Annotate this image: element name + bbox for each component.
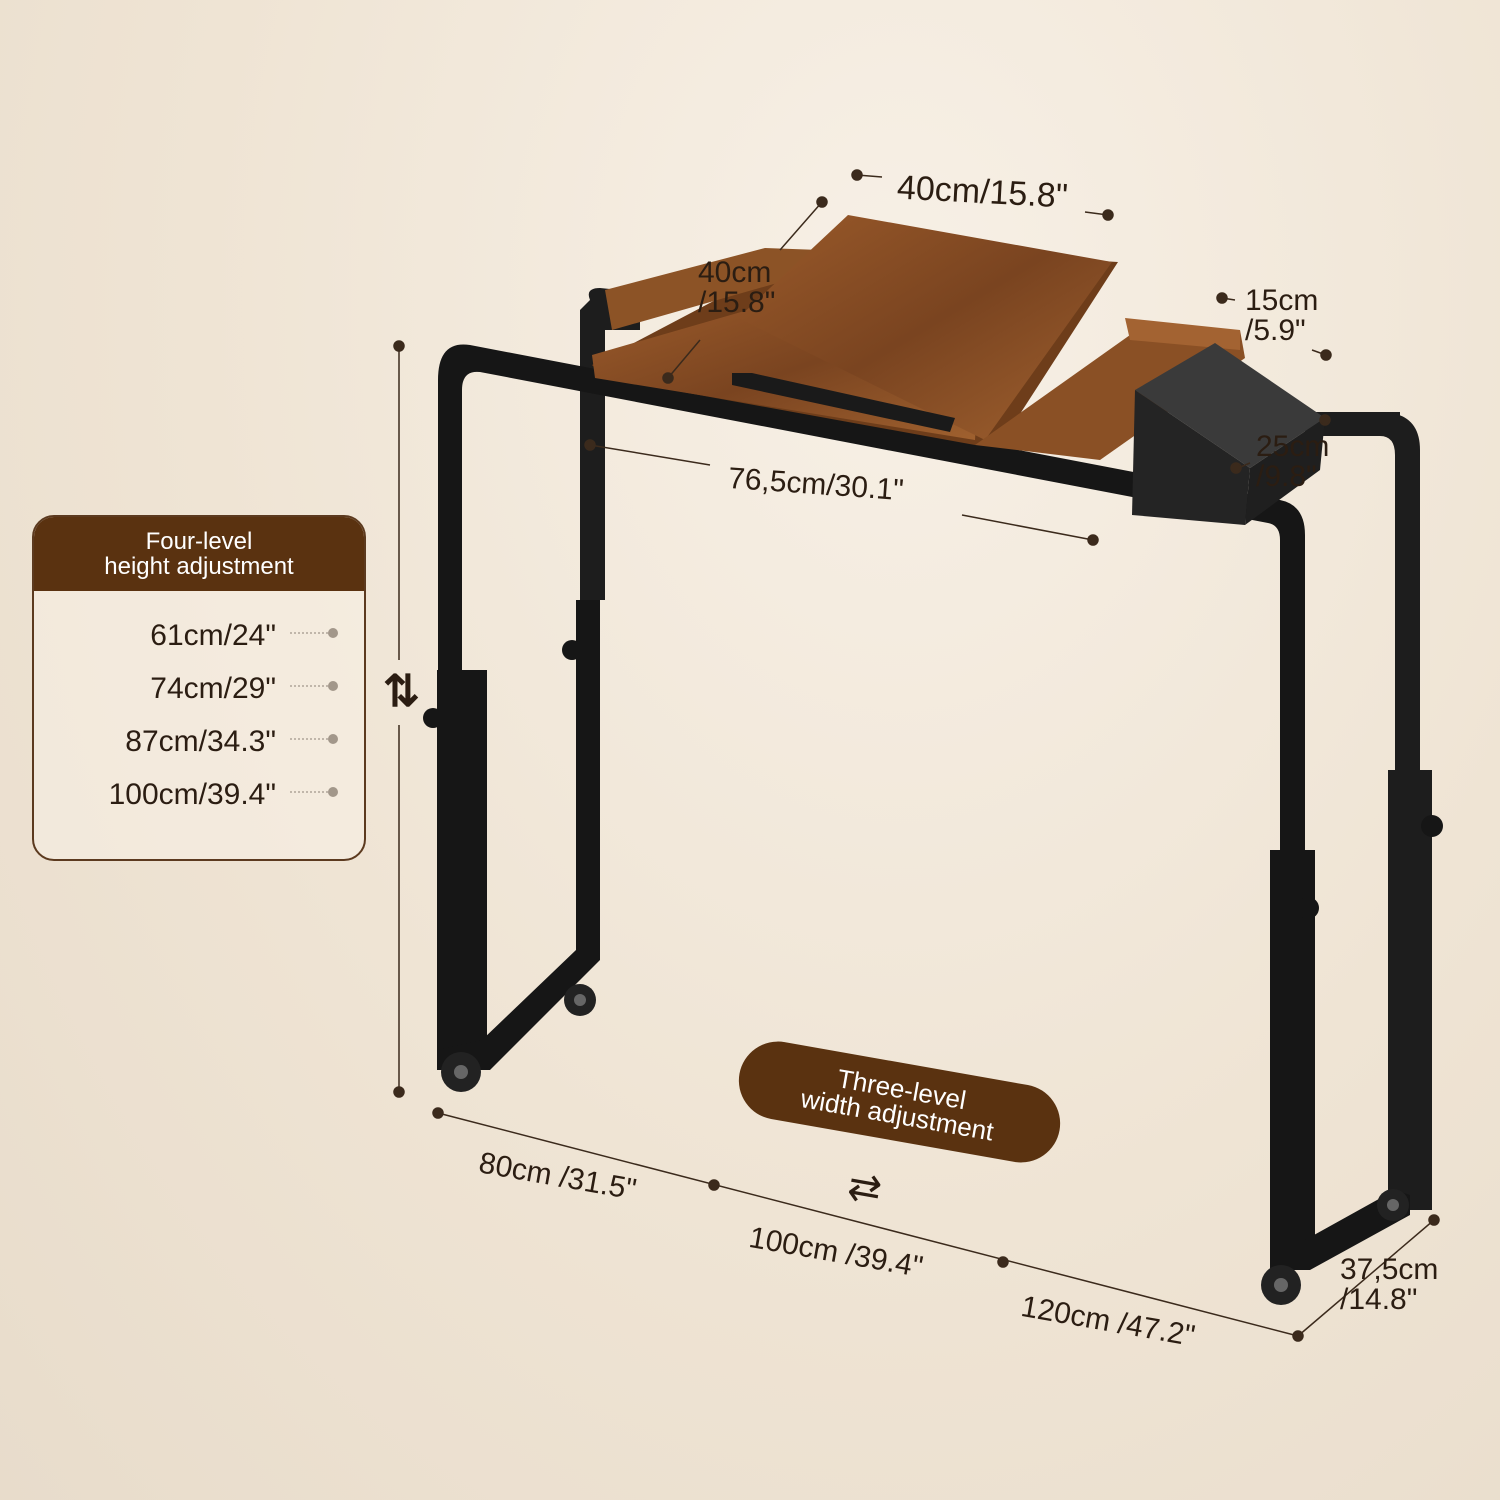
height-level-2: 74cm/29" <box>150 672 276 705</box>
tray-depth-label: 25cm /9.8" <box>1256 432 1329 492</box>
tray-width-line2: /5.9" <box>1245 314 1306 347</box>
front-frame <box>423 344 1443 1270</box>
height-adjustment-title: Four-level height adjustment <box>34 517 364 591</box>
tray-width-label: 15cm /5.9" <box>1245 286 1318 346</box>
table-top <box>592 215 1245 460</box>
height-title-line1: Four-level <box>145 527 253 555</box>
base-depth-line2: /14.8" <box>1340 1283 1418 1316</box>
board-depth-label: 40cm /15.8" <box>698 258 775 318</box>
storage-pouch <box>1132 343 1325 525</box>
height-level-1: 61cm/24" <box>150 619 276 652</box>
board-depth-line2: /15.8" <box>698 286 776 319</box>
height-title-line2: height adjustment <box>104 553 294 580</box>
board-width-label: 40cm/15.8" <box>896 168 1069 216</box>
dimension-lines <box>393 169 1440 1342</box>
base-depth-line1: 37,5cm <box>1340 1253 1439 1286</box>
wheels <box>441 984 1409 1305</box>
horizontal-adjust-arrows-icon: ⇄ <box>844 1163 886 1213</box>
base-depth-label: 37,5cm /14.8" <box>1340 1255 1438 1315</box>
height-level-4: 100cm/39.4" <box>108 778 276 811</box>
tray-depth-line2: /9.8" <box>1256 460 1317 493</box>
tray-depth-line1: 25cm <box>1256 430 1330 463</box>
board-depth-line1: 40cm <box>698 256 772 289</box>
height-level-3: 87cm/34.3" <box>125 725 276 758</box>
vertical-adjust-arrows-icon: ⇅ <box>383 667 420 716</box>
tray-width-line1: 15cm <box>1245 284 1319 317</box>
height-adjustment-card: Four-level height adjustment 61cm/24" 74… <box>32 515 366 861</box>
